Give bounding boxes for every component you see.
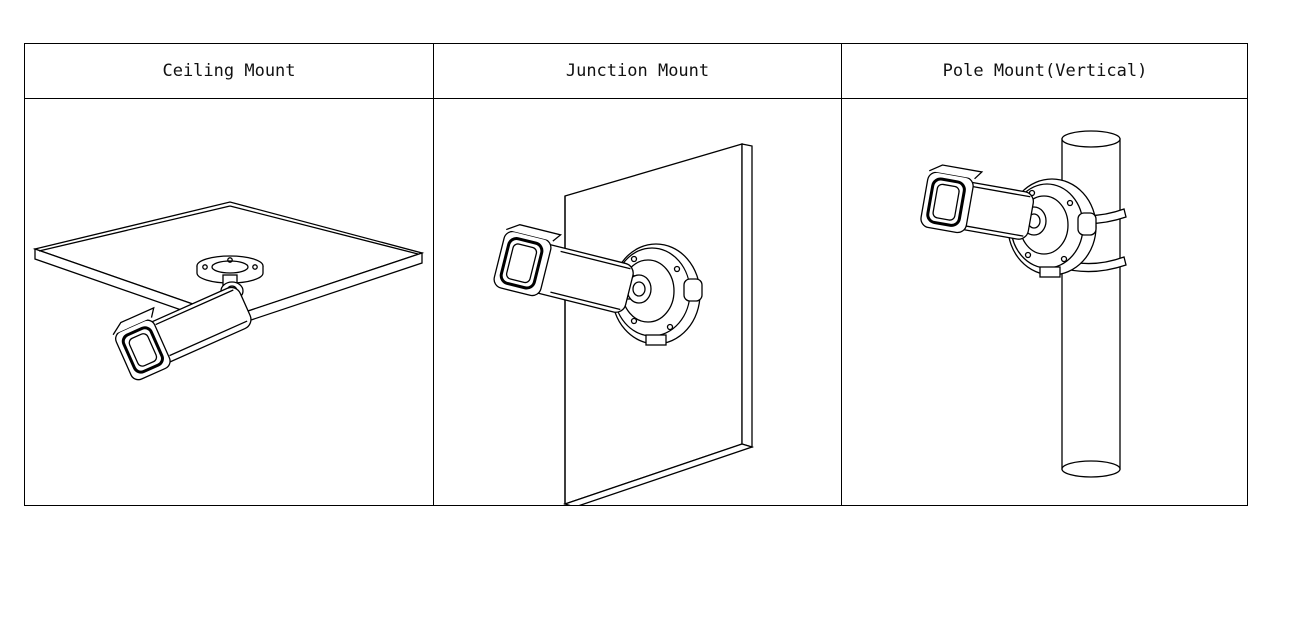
mount-types-table: Ceiling Mount Junction Mount Pole Mount(… [24, 43, 1248, 506]
header-junction-mount: Junction Mount [565, 61, 710, 81]
ceiling-camera [112, 286, 252, 381]
junction-mount-illustration [434, 99, 841, 505]
ceiling-mount-illustration [25, 99, 433, 505]
column-divider [433, 44, 434, 505]
pole-mount-illustration [842, 99, 1248, 505]
header-pole-mount: Pole Mount(Vertical) [942, 61, 1148, 81]
header-divider [25, 98, 1247, 99]
pole-camera [920, 164, 1034, 240]
junction-camera [493, 224, 634, 313]
header-ceiling-mount: Ceiling Mount [162, 61, 296, 81]
column-divider [841, 44, 842, 505]
